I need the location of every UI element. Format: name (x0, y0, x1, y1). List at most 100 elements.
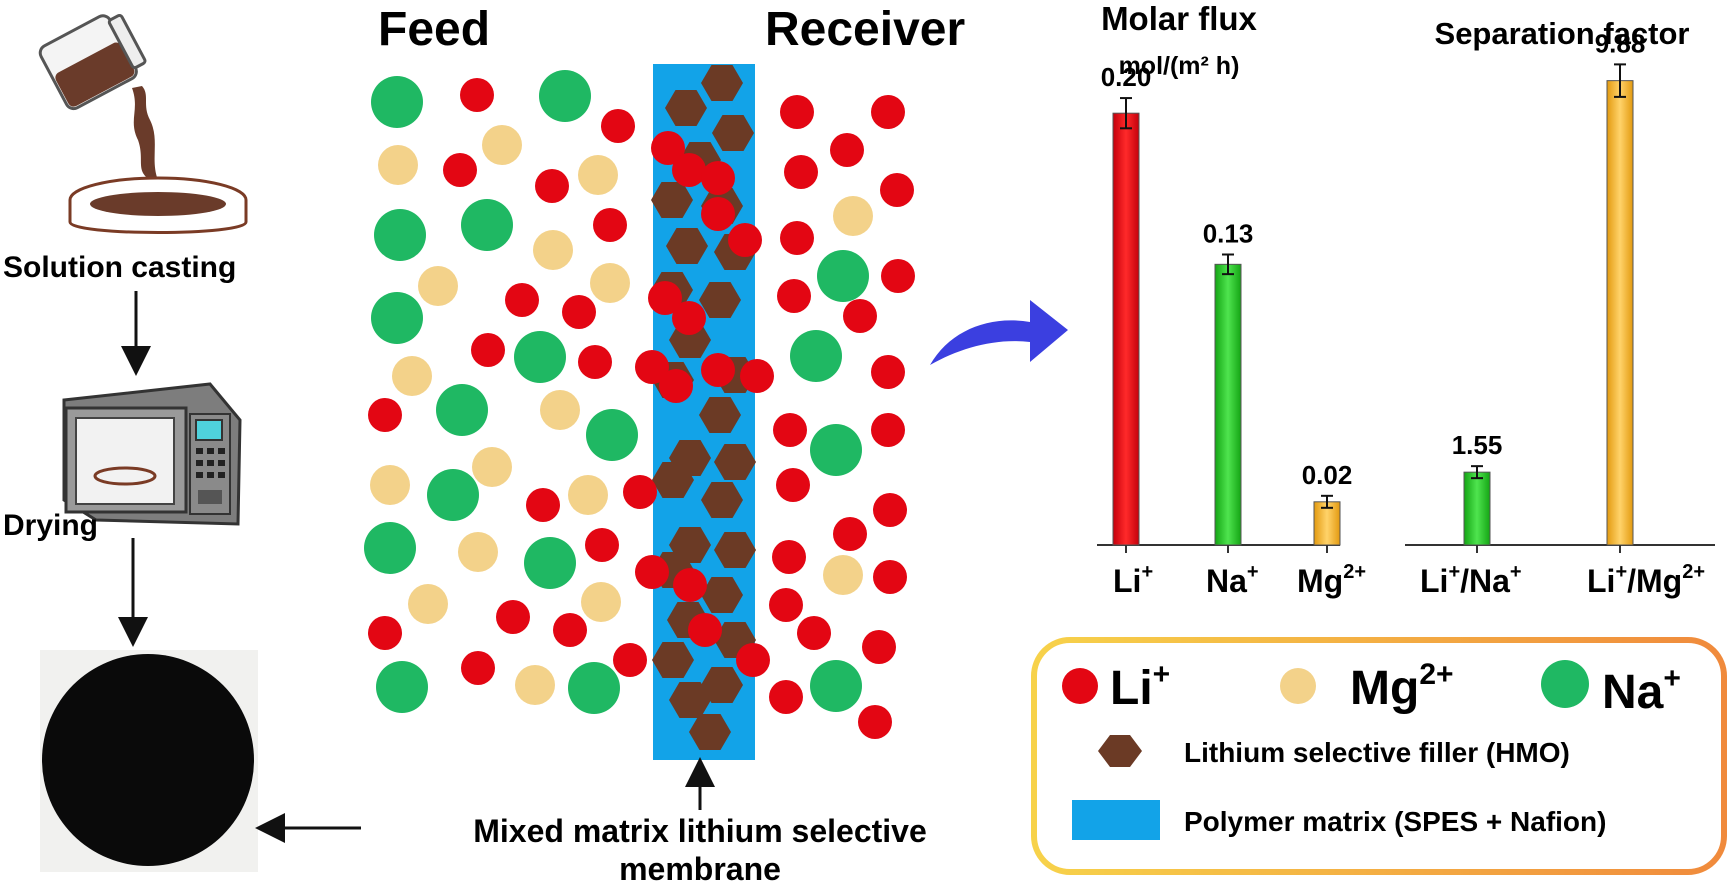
legend-filler-label: Lithium selective filler (HMO) (1184, 737, 1570, 768)
ion-na (374, 209, 426, 261)
ion-na (364, 522, 416, 574)
ion-li (880, 173, 914, 207)
pour-stream (132, 86, 158, 180)
ion-li (460, 78, 494, 112)
ion-li (461, 651, 495, 685)
chart-title-flux: Molar flux (1101, 0, 1257, 37)
ion-li (871, 413, 905, 447)
ion-mg (578, 155, 618, 195)
filler-hexagon (701, 576, 743, 614)
flux-tick-labels: Li+ Na+ Mg2+ (1113, 561, 1366, 599)
filler-hexagon (712, 114, 754, 152)
ion-na (586, 409, 638, 461)
ion-li (688, 613, 722, 647)
ion-li (593, 208, 627, 242)
ion-na (371, 292, 423, 344)
ion-na (514, 331, 566, 383)
bar-0 (1112, 112, 1140, 546)
chart-subtitle-flux: mol/(m² h) (1119, 52, 1240, 80)
tick-li-mg: Li+/Mg2+ (1587, 561, 1705, 599)
ion-mg (533, 230, 573, 270)
filler-hexagon (714, 443, 756, 481)
value-label: 0.13 (1203, 218, 1254, 248)
ion-li (871, 95, 905, 129)
ion-li (873, 493, 907, 527)
petri-dish-icon (68, 176, 248, 234)
ion-na (790, 330, 842, 382)
bar-1 (1214, 263, 1242, 546)
ion-li (728, 223, 762, 257)
legend-na-label: Na+ (1602, 662, 1681, 719)
ion-li (562, 295, 596, 329)
ion-li (651, 131, 685, 165)
ion-na (371, 76, 423, 128)
ion-li (613, 643, 647, 677)
bar-0 (1463, 471, 1491, 546)
ion-li (769, 588, 803, 622)
filler-hexagon (669, 681, 711, 719)
filler-hexagon (699, 396, 741, 434)
ion-mg (581, 582, 621, 622)
ion-li (772, 540, 806, 574)
filler-hexagon (714, 531, 756, 569)
legend-na-swatch (1541, 660, 1589, 708)
ion-li (635, 555, 669, 589)
ion-li (873, 560, 907, 594)
value-label: 0.02 (1302, 460, 1353, 490)
ion-li (776, 468, 810, 502)
ion-mg (408, 584, 448, 624)
ion-mg (823, 555, 863, 595)
ion-li (672, 153, 706, 187)
filler-hexagon (701, 481, 743, 519)
tick-li: Li+ (1113, 561, 1153, 599)
ion-mg (472, 447, 512, 487)
tick-na: Na+ (1206, 561, 1259, 599)
ion-na (810, 660, 862, 712)
step-drying-label: Drying (3, 509, 98, 542)
bar-2 (1313, 501, 1341, 546)
filler-hexagon (651, 181, 693, 219)
filler-hexagon (665, 89, 707, 127)
ion-li (505, 283, 539, 317)
separation-factor-chart: Separation factor 1.55 9.88 (1405, 16, 1715, 553)
ion-li (780, 221, 814, 255)
ion-na (524, 537, 576, 589)
ion-na (817, 250, 869, 302)
microwave-icon (62, 382, 242, 526)
ion-mg (458, 532, 498, 572)
receiver-label: Receiver (765, 3, 965, 56)
ion-mg (540, 390, 580, 430)
legend-mg-swatch (1280, 668, 1316, 704)
ion-na (436, 384, 488, 436)
ion-li (881, 259, 915, 293)
ion-mg (482, 125, 522, 165)
ion-li (701, 161, 735, 195)
ion-li (601, 109, 635, 143)
ion-mg (568, 475, 608, 515)
value-label: 1.55 (1452, 430, 1503, 460)
ion-li (797, 616, 831, 650)
ion-li (673, 568, 707, 602)
ion-na (539, 70, 591, 122)
step-casting-label: Solution casting (3, 251, 236, 284)
ion-li (659, 369, 693, 403)
value-label: 9.88 (1595, 28, 1646, 58)
molar-flux-chart: Molar flux mol/(m² h) 0.200.130.02 (1097, 0, 1352, 553)
filler-hexagon (701, 64, 743, 102)
ion-li (535, 169, 569, 203)
ion-li (871, 355, 905, 389)
ion-mg (515, 665, 555, 705)
filler-hexagon (652, 641, 694, 679)
ion-li (833, 517, 867, 551)
legend-box: Li+ Mg2+ Na+ Lithium selective filler (H… (1031, 637, 1727, 875)
ion-li (368, 398, 402, 432)
tick-mg: Mg2+ (1297, 561, 1366, 599)
ion-li (648, 281, 682, 315)
filler-hexagon (689, 713, 731, 751)
ion-li (553, 613, 587, 647)
chart-title-sep: Separation factor (1435, 16, 1690, 51)
ion-li (773, 413, 807, 447)
legend-li-swatch (1062, 668, 1098, 704)
ion-li (862, 630, 896, 664)
ion-mg (392, 356, 432, 396)
